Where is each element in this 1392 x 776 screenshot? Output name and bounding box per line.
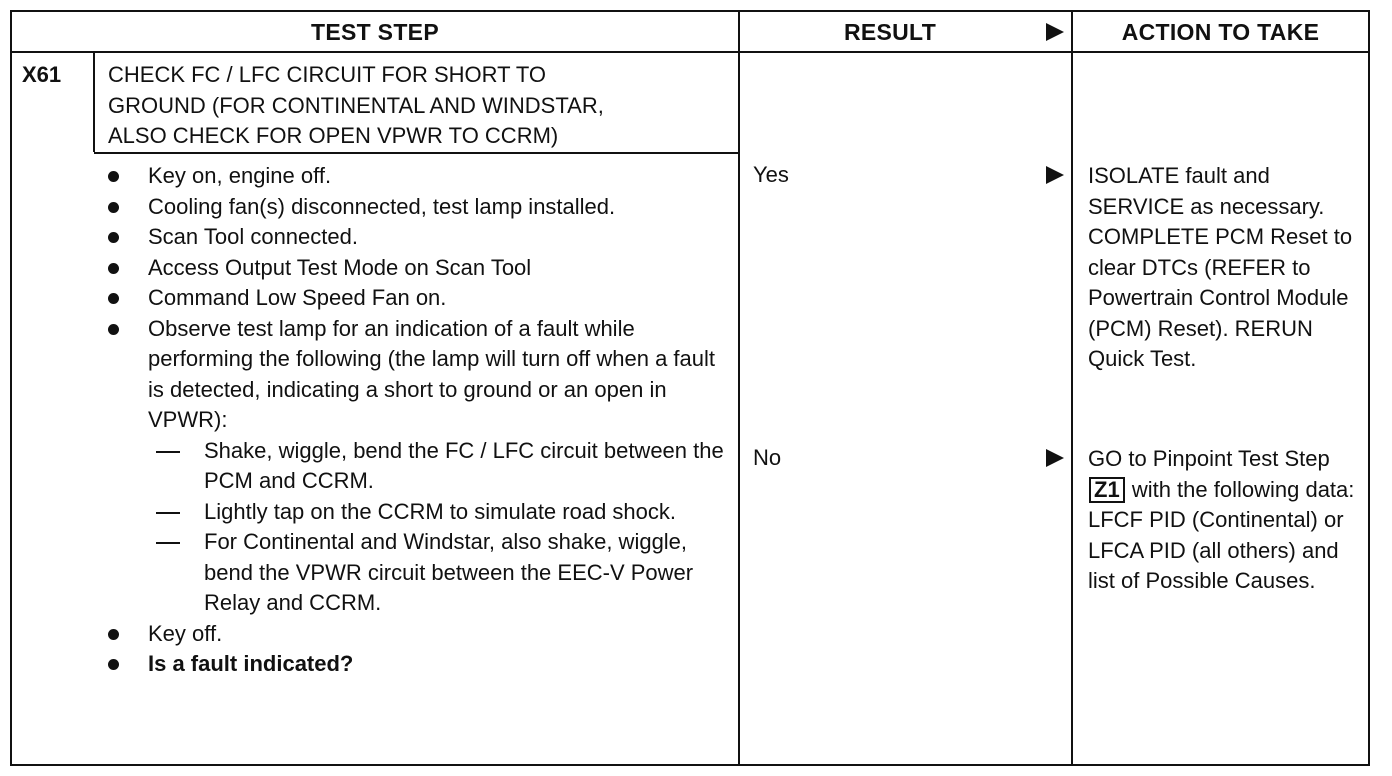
sub-step-item: For Continental and Windstar, also shake… xyxy=(148,527,724,619)
table-left-border xyxy=(10,10,12,766)
procedure-item-question: Is a fault indicated? xyxy=(104,649,724,680)
procedure-item: Key off. xyxy=(104,619,724,650)
procedure-item: Scan Tool connected. xyxy=(104,222,724,253)
pinpoint-step-link[interactable]: Z1 xyxy=(1089,476,1125,503)
step-title: CHECK FC / LFC CIRCUIT FOR SHORT TO GROU… xyxy=(108,60,733,152)
action-no: GO to Pinpoint Test Step Z1 with the fol… xyxy=(1088,446,1355,593)
step-title-line: CHECK FC / LFC CIRCUIT FOR SHORT TO xyxy=(108,62,547,87)
table-top-border xyxy=(10,10,1370,12)
step-title-line: ALSO CHECK FOR OPEN VPWR TO CCRM) xyxy=(108,123,559,148)
sub-step-item: Lightly tap on the CCRM to simulate road… xyxy=(148,497,724,528)
dash-icon xyxy=(156,542,180,544)
bullet-icon xyxy=(108,232,119,243)
step-id: X61 xyxy=(22,62,62,87)
bullet-icon xyxy=(108,659,119,670)
sub-step-list: Shake, wiggle, bend the FC / LFC circuit… xyxy=(148,436,724,619)
header-result: RESULT xyxy=(843,18,937,45)
table-bottom-border xyxy=(10,764,1370,766)
step-title-line: GROUND (FOR CONTINENTAL AND WINDSTAR, xyxy=(108,92,604,118)
procedure-item: Observe test lamp for an indication of a… xyxy=(104,314,724,619)
sub-step-item: Shake, wiggle, bend the FC / LFC circuit… xyxy=(148,436,724,497)
dash-icon xyxy=(156,450,180,453)
table-right-border xyxy=(1368,10,1370,766)
procedure-item: Cooling fan(s) disconnected, test lamp i… xyxy=(104,192,724,223)
header-bottom-border xyxy=(10,51,1370,53)
procedure-item: Command Low Speed Fan on. xyxy=(104,283,724,314)
result-no: No xyxy=(753,445,782,470)
procedure-item: Access Output Test Mode on Scan Tool xyxy=(104,253,724,284)
bullet-icon xyxy=(108,201,119,213)
result-no-arrow-icon xyxy=(1046,449,1064,467)
header-action: ACTION TO TAKE xyxy=(1121,18,1320,45)
action-column-divider xyxy=(1071,10,1073,766)
bullet-icon xyxy=(108,293,119,304)
dash-icon xyxy=(156,511,180,514)
header-arrow-icon xyxy=(1046,23,1064,41)
header-test-step: TEST STEP xyxy=(311,18,439,45)
result-yes: Yes xyxy=(753,162,789,187)
result-column-divider xyxy=(738,10,740,766)
step-title-divider xyxy=(94,152,738,154)
action-yes: ISOLATE fault and SERVICE as necessary. … xyxy=(1088,163,1353,371)
result-yes-arrow-icon xyxy=(1046,166,1064,184)
procedure-list: Key on, engine off. Cooling fan(s) disco… xyxy=(104,161,724,680)
step-id-divider xyxy=(93,51,95,152)
bullet-icon xyxy=(108,323,119,335)
bullet-icon xyxy=(108,171,119,182)
bullet-icon xyxy=(108,262,119,274)
procedure-item: Key on, engine off. xyxy=(104,161,724,192)
bullet-icon xyxy=(108,628,119,640)
